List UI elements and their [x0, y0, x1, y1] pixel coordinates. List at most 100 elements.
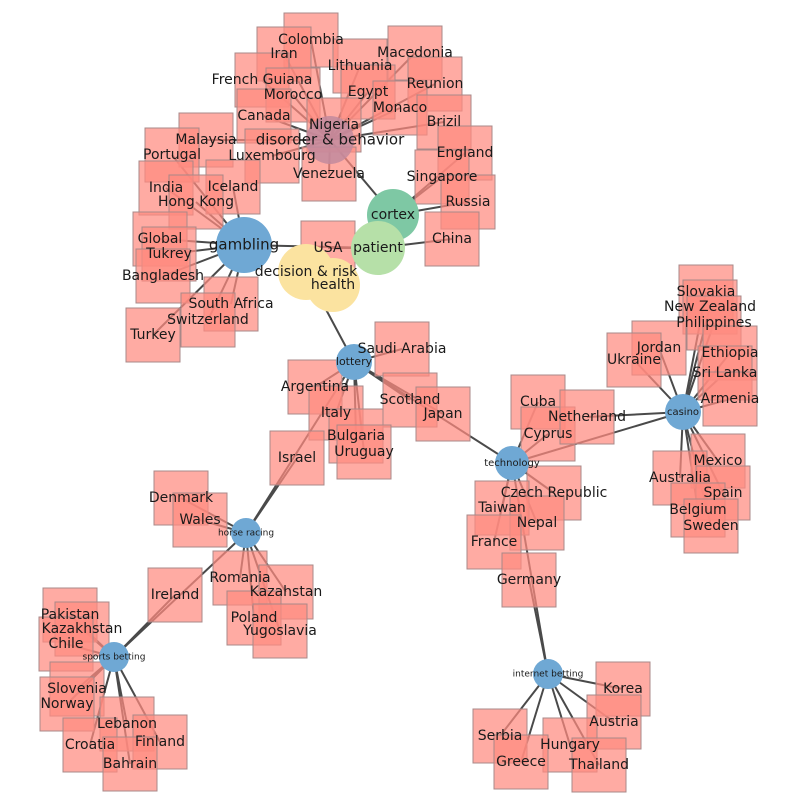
country-label-france: France: [471, 534, 518, 550]
country-label-bangladesh: Bangladesh: [122, 268, 204, 284]
country-label-hong-kong: Hong Kong: [158, 194, 234, 210]
country-label-serbia: Serbia: [478, 728, 523, 744]
country-node-ukraine: [606, 332, 662, 388]
country-node-thailand: [571, 737, 627, 793]
country-label-bahrain: Bahrain: [103, 756, 157, 772]
country-label-ireland: Ireland: [151, 587, 199, 603]
topic-node-gambling: [216, 217, 272, 273]
topic-label-disorder-behavior: disorder & behavior: [256, 131, 405, 149]
country-label-italy: Italy: [321, 405, 351, 421]
country-node-france: [466, 514, 522, 570]
country-node-yugoslavia: [252, 603, 308, 659]
country-label-romania: Romania: [209, 570, 270, 586]
country-label-taiwan: Taiwan: [477, 500, 526, 516]
country-label-yugoslavia: Yugoslavia: [242, 623, 317, 639]
topic-node-health: [306, 258, 360, 312]
country-label-thailand: Thailand: [568, 757, 629, 773]
country-label-kazakhstan: Kazakhstan: [42, 621, 123, 637]
country-label-tukrey: Tukrey: [145, 246, 192, 262]
country-node-israel: [269, 430, 325, 486]
country-label-colombia: Colombia: [278, 32, 344, 48]
country-label-philippines: Philippines: [676, 315, 751, 331]
topic-label-horse-racing: horse racing: [218, 529, 274, 539]
country-label-netherland: Netherland: [548, 409, 626, 425]
country-label-croatia: Croatia: [65, 737, 115, 753]
country-label-iceland: Iceland: [208, 179, 259, 195]
topic-node-technology: [495, 446, 529, 480]
country-label-uruguay: Uruguay: [334, 444, 394, 460]
country-node-saudi-arabia: [374, 321, 430, 377]
topic-node-horse-racing: [231, 518, 261, 548]
country-node-china: [424, 211, 480, 267]
country-label-chile: Chile: [48, 636, 83, 652]
country-label-greece: Greece: [496, 754, 546, 770]
country-label-lithuania: Lithuania: [328, 58, 393, 74]
country-label-slovakia: Slovakia: [677, 284, 736, 300]
country-label-china: China: [432, 231, 472, 247]
country-label-french-guiana: French Guiana: [212, 72, 313, 88]
topic-label-decision-risk: decision & risk: [255, 264, 358, 280]
country-label-argentina: Argentina: [281, 379, 349, 395]
country-label-poland: Poland: [231, 610, 278, 626]
topic-label-gambling: gambling: [209, 236, 279, 254]
country-label-egypt: Egypt: [348, 84, 389, 100]
country-label-ukraine: Ukraine: [607, 352, 661, 368]
country-label-switzerland: Switzerland: [167, 312, 249, 328]
country-label-denmark: Denmark: [149, 490, 214, 506]
country-label-norway: Norway: [40, 696, 93, 712]
country-label-reunion: Reunion: [407, 76, 464, 92]
topic-node-layer: [99, 116, 701, 689]
country-label-japan: Japan: [422, 406, 462, 422]
country-label-australia: Australia: [649, 470, 711, 486]
country-label-macedonia: Macedonia: [377, 45, 453, 61]
country-label-spain: Spain: [703, 485, 742, 501]
topic-label-casino: casino: [667, 407, 699, 418]
country-label-belgium: Belgium: [669, 502, 726, 518]
topic-label-internet-betting: internet betting: [513, 670, 584, 680]
country-label-ethiopia: Ethiopia: [701, 345, 758, 361]
country-node-bahrain: [102, 736, 158, 792]
country-label-jordan: Jordan: [636, 340, 682, 356]
country-node-layer: [38, 12, 758, 793]
country-label-hungary: Hungary: [540, 737, 600, 753]
country-node-wales: [172, 492, 228, 548]
country-node-germany: [501, 552, 557, 608]
topic-label-cortex: cortex: [371, 207, 415, 223]
topic-label-sports-betting: sports betting: [83, 653, 146, 663]
country-label-cuba: Cuba: [520, 394, 556, 410]
country-label-malaysia: Malaysia: [175, 132, 236, 148]
topic-label-technology: technology: [484, 458, 540, 469]
country-label-venezuela: Venezuela: [293, 166, 365, 182]
country-node-ireland: [147, 567, 203, 623]
topic-node-internet-betting: [533, 659, 563, 689]
country-node-turkey: [125, 307, 181, 363]
country-label-brizil: Brizil: [427, 114, 461, 130]
country-label-portugal: Portugal: [143, 147, 201, 163]
country-label-austria: Austria: [589, 714, 638, 730]
country-label-mexico: Mexico: [694, 453, 743, 469]
country-label-sweden: Sweden: [683, 518, 738, 534]
topic-node-sports-betting: [99, 642, 129, 672]
country-label-england: England: [437, 145, 494, 161]
country-label-morocco: Morocco: [264, 87, 323, 103]
country-node-switzerland: [180, 292, 236, 348]
country-label-new-zealand: New Zealand: [664, 299, 756, 315]
country-label-finland: Finland: [135, 734, 185, 750]
country-label-turkey: Turkey: [129, 327, 176, 343]
country-label-germany: Germany: [497, 572, 561, 588]
country-label-pakistan: Pakistan: [41, 607, 100, 623]
country-label-wales: Wales: [179, 512, 220, 528]
country-label-nigeria: Nigeria: [309, 117, 359, 133]
country-label-india: India: [149, 180, 183, 196]
country-label-lebanon: Lebanon: [97, 716, 157, 732]
topic-node-casino: [665, 394, 701, 430]
country-label-bulgaria: Bulgaria: [327, 428, 385, 444]
country-label-scotland: Scotland: [380, 392, 441, 408]
country-node-netherland: [559, 389, 615, 445]
country-label-korea: Korea: [603, 681, 643, 697]
topic-node-lottery: [336, 344, 372, 380]
country-label-iran: Iran: [270, 46, 297, 62]
